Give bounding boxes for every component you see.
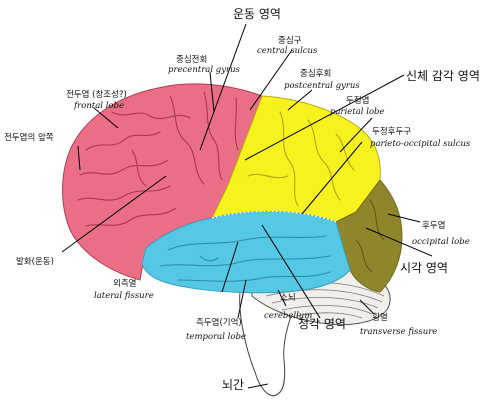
parieto-occipital-sulcus-label-ko: 두정후두구	[372, 126, 411, 137]
occipital-lobe-shape	[335, 179, 403, 293]
frontal-lobe-label-ko: 전두엽 (창조성?)	[66, 89, 127, 100]
temporal-gyri	[159, 235, 331, 282]
frontal-lobe-label-en: frontal lobe	[73, 101, 124, 111]
parieto-occipital-sulcus-label-en: parieto-occipital sulcus	[370, 139, 471, 149]
central-sulcus-label-ko: 중심구	[278, 35, 302, 46]
central-sulcus-label-en: central sulcus	[257, 46, 318, 56]
cerebellum-label-ko: 소뇌	[280, 293, 296, 303]
transverse-fissure-label-ko: 횡열	[372, 312, 388, 323]
motor-area-label: 운동 영역	[233, 7, 281, 21]
lateral-fissure-label-en: lateral fissure	[94, 291, 154, 301]
postcentral-gyrus-label-ko: 중심후회	[300, 68, 331, 79]
precentral-gyrus-label-en: precentral gyrus	[168, 65, 241, 75]
postcentral-gyrus-label-en: postcentral gyrus	[284, 81, 360, 91]
speech-label: 발화(운동)	[16, 256, 54, 267]
parietal-lobe-label-ko: 두정엽	[346, 95, 369, 106]
visual-area-label: 시각 영역	[400, 261, 448, 275]
leader-lines	[61, 23, 433, 389]
occipital-lobe-label-en: occipital lobe	[412, 237, 470, 247]
cerebellum-label-en: cerebellum	[264, 311, 312, 321]
somatosensory-area-label: 신체 감각 영역	[406, 69, 480, 83]
temporal-lobe-label-en: temporal lobe	[186, 332, 246, 342]
auditory-area-label: 청각 영역	[298, 317, 346, 331]
occipital-gyri	[355, 199, 385, 273]
parietal-gyri	[247, 111, 355, 207]
temporal-lobe-label-ko: 측두엽(기억)	[196, 317, 242, 328]
occipital-lobe-label-ko: 후두엽	[422, 220, 445, 231]
temporal-lobe-shape	[141, 210, 351, 294]
parietal-lobe-label-en: parietal lobe	[330, 107, 385, 117]
transverse-fissure-label-en: transverse fissure	[360, 327, 437, 337]
frontal-association-label: 전두엽의 앞쪽	[4, 132, 54, 143]
lateral-fissure-label-ko: 외측열	[113, 278, 137, 289]
precentral-gyrus-label-ko: 중심전회	[176, 54, 207, 65]
lateral-fissure-line	[211, 210, 337, 223]
frontal-gyri	[77, 91, 239, 227]
brainstem-label: 뇌간	[222, 378, 244, 392]
brainstem-shape	[239, 291, 299, 397]
